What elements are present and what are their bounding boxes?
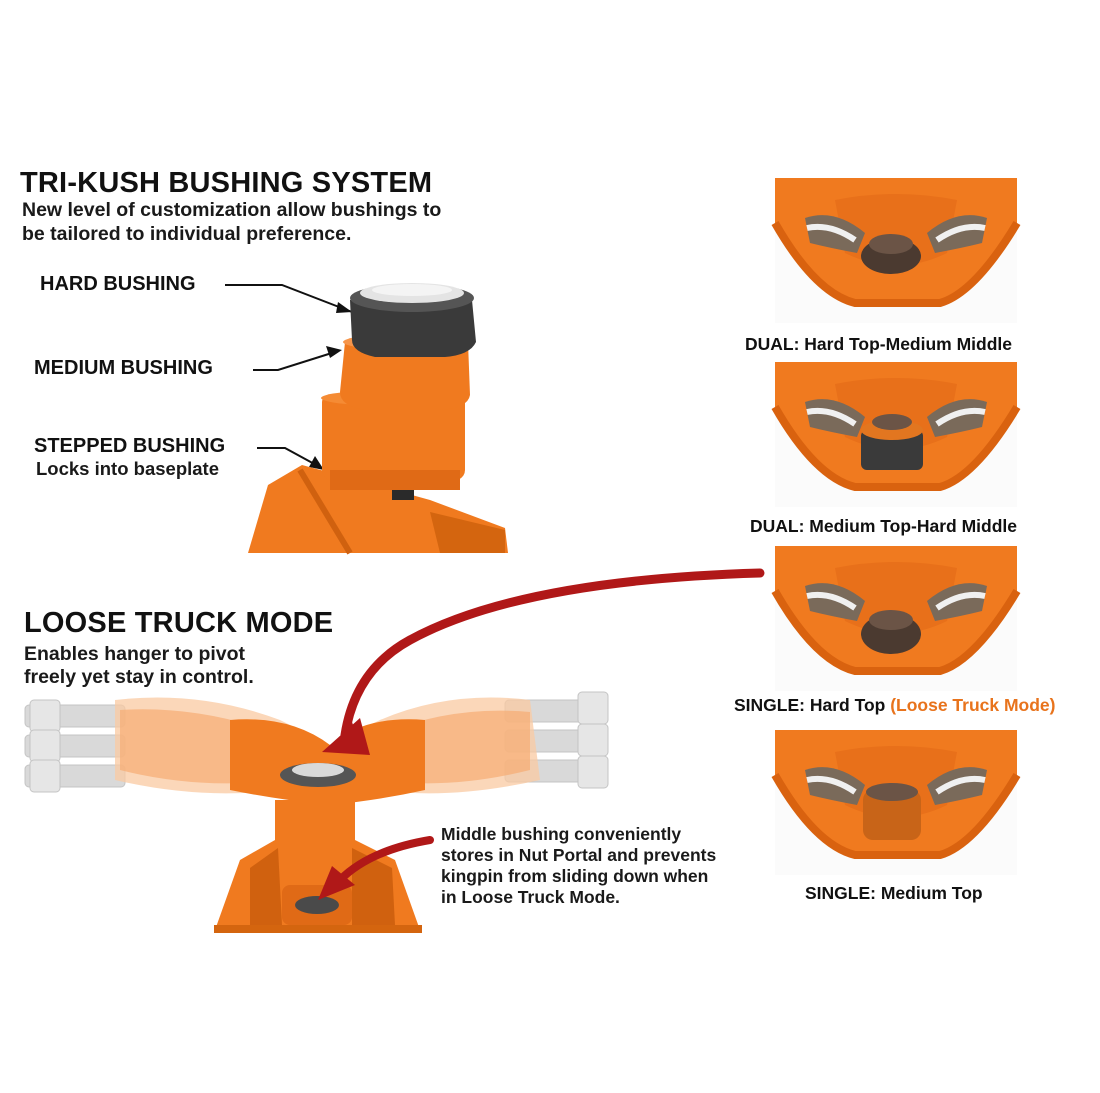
hanger	[230, 719, 425, 805]
left-axle-ghosts	[24, 699, 126, 793]
stepped-bushing-leader	[257, 447, 319, 467]
nut-portal-note-line3: kingpin from sliding down when	[441, 866, 709, 886]
hard-bushing-leader	[225, 284, 353, 313]
loose-mode-arrow	[340, 568, 765, 740]
hard-bushing-arrowhead	[336, 302, 352, 313]
nut-portal-note-line1: Middle bushing conveniently	[441, 824, 682, 844]
hard-bushing-label: HARD BUSHING	[40, 273, 196, 295]
config-caption-4: SINGLE: Medium Top	[805, 883, 983, 903]
nut-portal-arrow	[336, 836, 434, 884]
hard-bushing	[350, 300, 476, 357]
stepped-bushing-label: STEPPED BUSHING	[34, 435, 226, 457]
loose-mode-accent: (Loose Truck Mode)	[890, 695, 1056, 715]
stepped-bushing	[322, 393, 465, 485]
tri-kush-subtitle-line2: be tailored to individual preference.	[22, 223, 352, 245]
stepped-bushing-arrowhead	[309, 456, 324, 470]
loose-truck-line1: Enables hanger to pivot	[24, 643, 246, 665]
loose-truck-title: LOOSE TRUCK MODE	[24, 607, 334, 639]
config-caption-3: SINGLE: Hard Top (Loose Truck Mode)	[734, 695, 1056, 715]
config-caption-1: DUAL: Hard Top-Medium Middle	[745, 334, 1013, 354]
medium-bushing-label: MEDIUM BUSHING	[34, 357, 213, 379]
medium-bushing	[340, 342, 470, 410]
nut-portal-note-line2: stores in Nut Portal and prevents	[441, 845, 717, 865]
nut-portal-note-line4: in Loose Truck Mode.	[441, 887, 620, 907]
medium-bushing-leader	[253, 351, 336, 371]
tri-kush-title: TRI-KUSH BUSHING SYSTEM	[20, 167, 433, 199]
stepped-bushing-sub: Locks into baseplate	[36, 458, 219, 479]
medium-bushing-arrowhead	[326, 346, 342, 358]
loose-truck-line2: freely yet stay in control.	[24, 666, 254, 688]
config-caption-2: DUAL: Medium Top-Hard Middle	[750, 516, 1018, 536]
tri-kush-subtitle-line1: New level of customization allow bushing…	[22, 199, 442, 221]
